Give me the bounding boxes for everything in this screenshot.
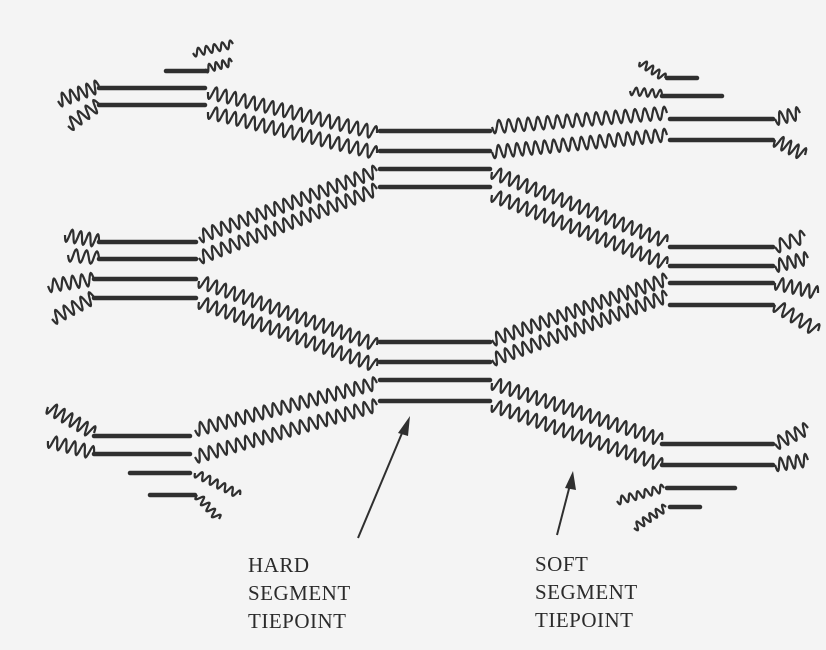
hard-label-line-3: TIEPOINT [248,609,347,633]
soft-segment [57,79,100,108]
hard-tiepoint-arrowhead [398,416,410,436]
soft-segment-fragment [616,483,665,506]
hard-segment-tiepoint-label: HARD SEGMENT TIEPOINT [248,551,351,635]
soft-segment [46,271,96,294]
soft-segment-fragment [192,39,234,58]
soft-segment-fragment [194,494,222,520]
soft-tiepoint-arrowhead [565,471,576,490]
soft-segment [66,248,101,265]
soft-segment [197,297,379,371]
soft-segment-fragment [638,60,667,80]
soft-segment [491,272,668,347]
soft-segment [51,291,95,325]
soft-segment [67,99,100,131]
soft-segment-fragment [628,86,664,99]
soft-label-line-3: TIEPOINT [535,608,634,632]
soft-segment [197,276,379,350]
soft-segment [772,302,821,334]
soft-segment [774,229,806,254]
hard-tiepoint-arrow-shaft [357,425,406,539]
soft-segment [45,403,97,437]
soft-segment [490,105,669,135]
soft-segment [774,106,801,126]
soft-segment [63,228,101,248]
soft-segment [198,164,378,244]
soft-segment [490,127,669,160]
soft-segment [773,452,810,473]
hard-label-line-2: SEGMENT [248,581,351,605]
soft-segment [206,86,379,139]
soft-segment [490,400,664,470]
soft-segment [206,106,379,159]
soft-segment-fragment [204,57,233,74]
soft-tiepoint-arrow-shaft [556,480,572,536]
soft-segment [194,376,378,437]
soft-segment-fragment [633,503,667,532]
soft-segment-tiepoint-label: SOFT SEGMENT TIEPOINT [535,550,638,634]
soft-segment [198,182,378,265]
soft-segment [772,135,808,160]
soft-segment [773,277,820,299]
soft-label-line-1: SOFT [535,552,589,576]
hard-label-line-1: HARD [248,553,310,577]
soft-segment [490,167,669,247]
soft-segment [194,398,378,464]
soft-segment [490,378,664,445]
soft-label-line-2: SEGMENT [535,580,638,604]
soft-segment [491,289,668,367]
soft-segment [46,435,96,459]
soft-segment [774,422,809,450]
soft-segment [774,251,809,273]
soft-segment [490,190,669,269]
soft-segment-fragment [193,471,242,497]
